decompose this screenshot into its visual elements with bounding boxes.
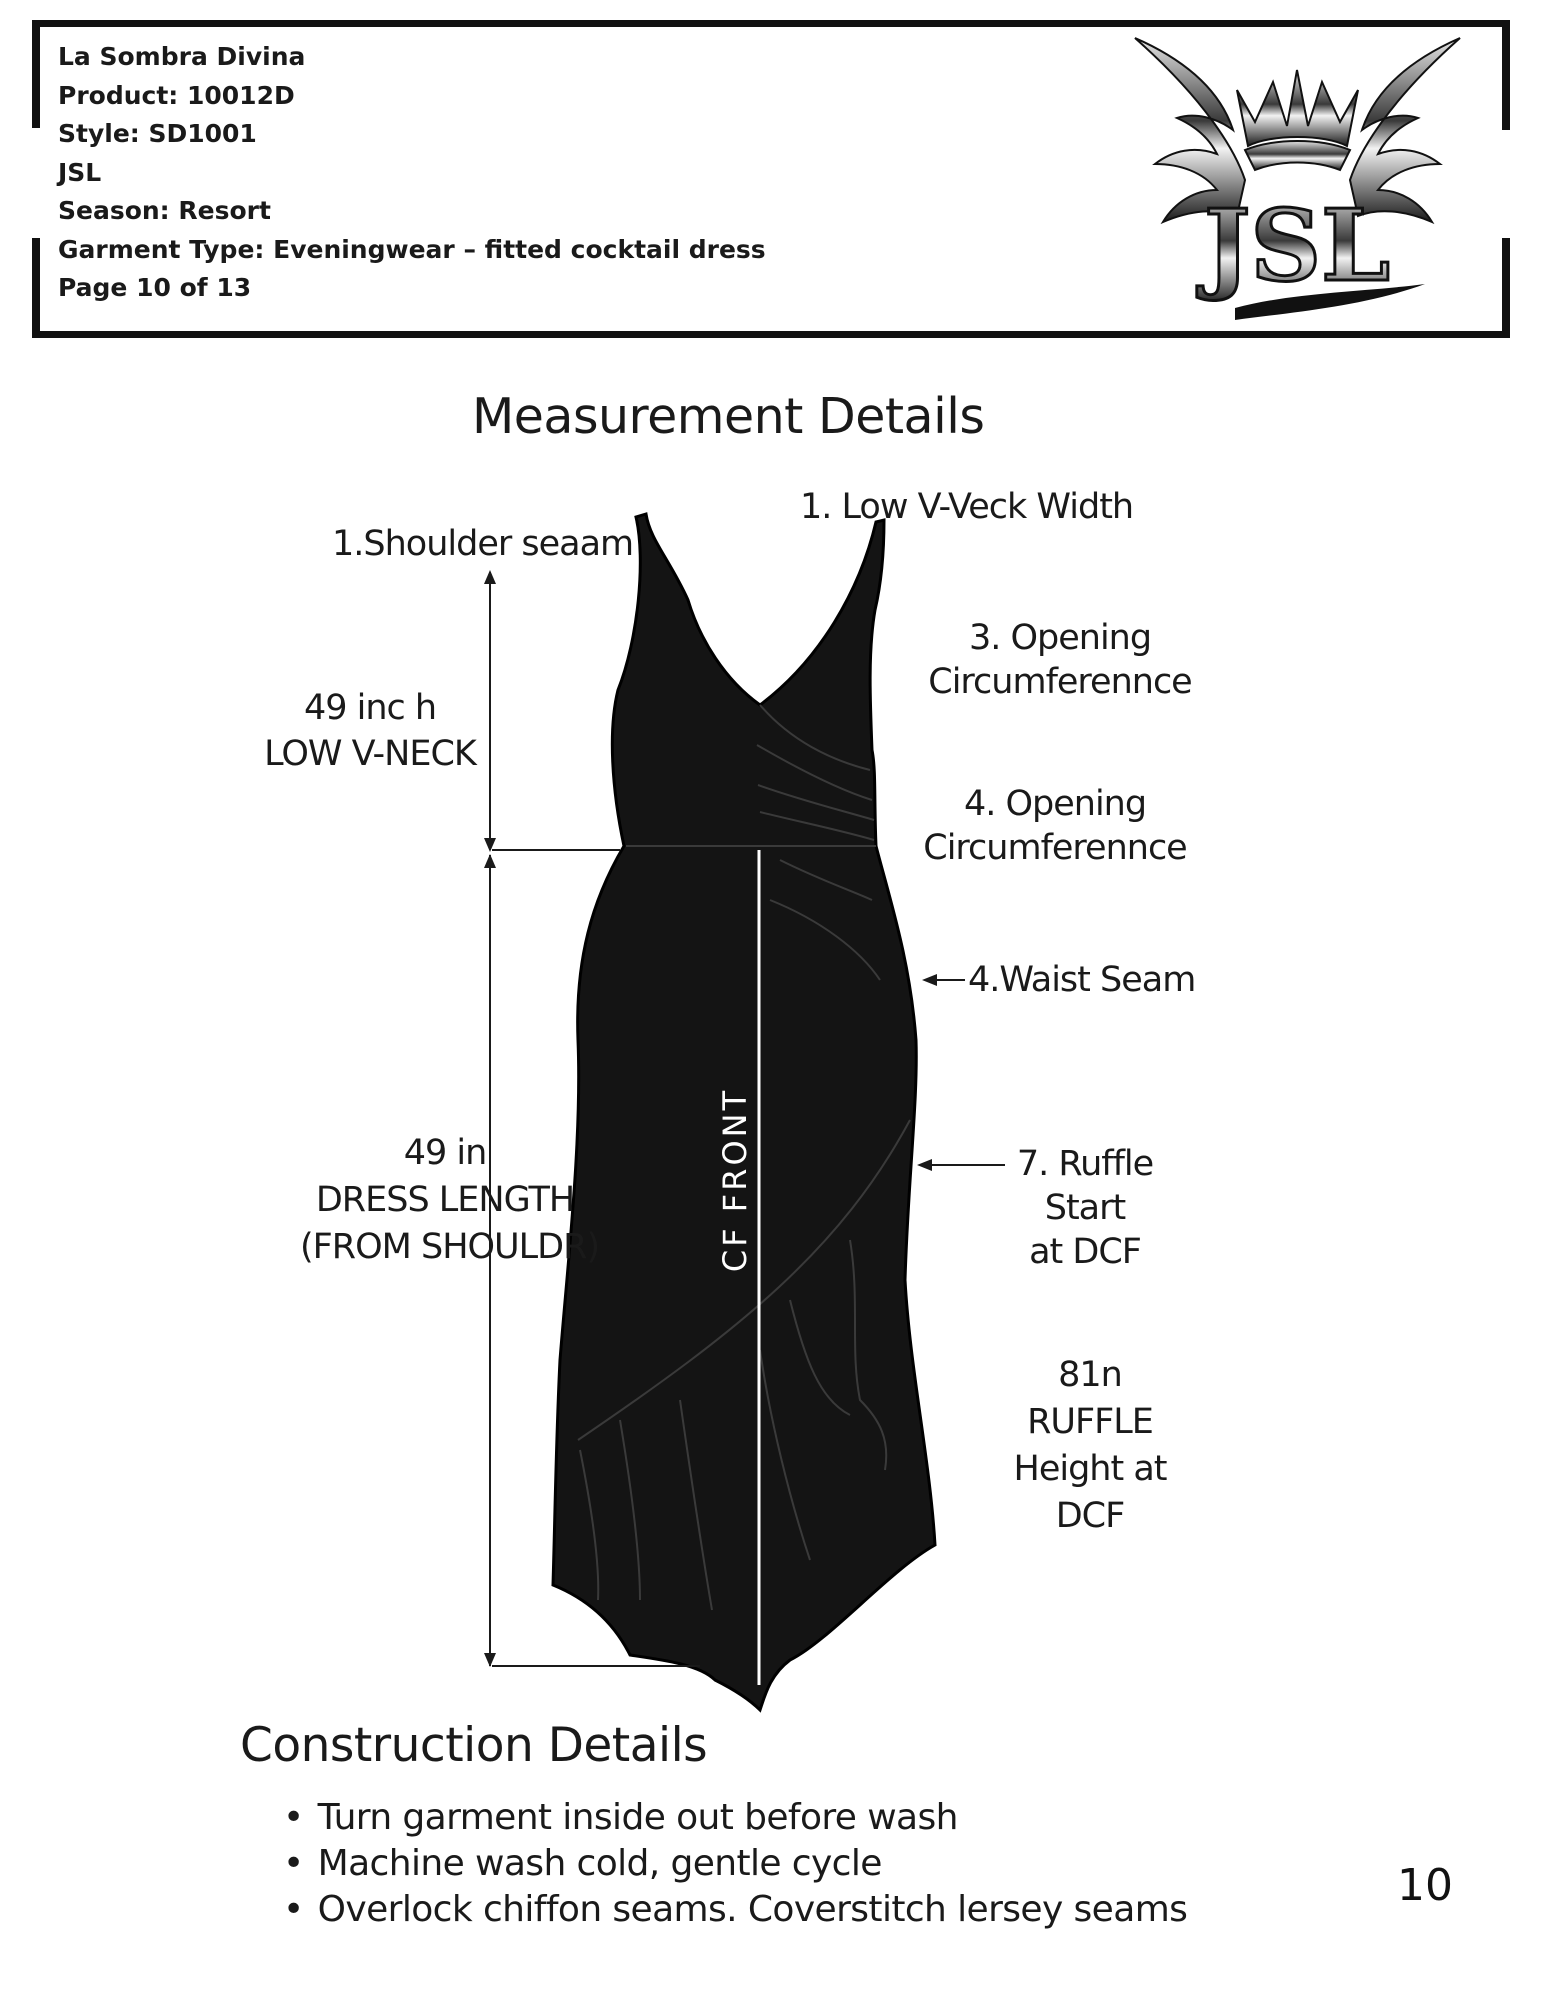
header-left-bracket-bottom bbox=[32, 238, 40, 338]
logo-text: JSL bbox=[1196, 189, 1390, 304]
garment-type: Garment Type: Eveningwear – fitted cockt… bbox=[58, 234, 766, 264]
label-ruffle-start-line1: 7. Ruffle bbox=[1016, 1144, 1154, 1184]
logo-ornament-icon bbox=[1134, 37, 1461, 225]
header-right-bracket-top bbox=[1502, 20, 1510, 130]
label-ruffle-height-line3: Height at bbox=[1013, 1449, 1168, 1489]
list-item: Overlock chiffon seams. Coverstitch lers… bbox=[283, 1887, 1188, 1933]
label-ruffle-start: 7. Ruffle Start at DCF bbox=[995, 1142, 1175, 1274]
label-waist-seam: 4.Waist Seam bbox=[968, 960, 1196, 1000]
header-left-bracket-top bbox=[32, 20, 40, 128]
label-opening-4-line1: 4. Opening bbox=[963, 784, 1147, 824]
construction-title: Construction Details bbox=[240, 1718, 708, 1773]
label-ruffle-height-value: 81n bbox=[1058, 1355, 1123, 1395]
logo-underline-icon bbox=[1235, 284, 1425, 320]
style-number: Style: SD1001 bbox=[58, 119, 257, 148]
header-box bbox=[32, 20, 1510, 338]
list-item: Machine wash cold, gentle cycle bbox=[283, 1841, 1187, 1887]
page-of: Page 10 of 13 bbox=[58, 273, 252, 302]
header-right-bracket-bottom bbox=[1502, 238, 1510, 338]
label-opening-3-line2: Circumferennce bbox=[928, 662, 1192, 702]
label-ruffle-start-line2: Start bbox=[1044, 1188, 1127, 1228]
dimension-lines bbox=[484, 570, 1005, 1667]
label-ruffle-height: 81n RUFFLE Height at DCF bbox=[990, 1352, 1190, 1540]
label-low-v-neck-value: 49 inc h bbox=[303, 688, 437, 728]
label-ruffle-height-line2: RUFFLE bbox=[1027, 1402, 1154, 1442]
label-opening-4-line2: Circumferennce bbox=[923, 828, 1187, 868]
label-dress-length-line1: DRESS LENGTH bbox=[315, 1180, 575, 1220]
label-ruffle-height-line4: DCF bbox=[1055, 1496, 1126, 1536]
construction-list: Turn garment inside out before wash Mach… bbox=[283, 1795, 1188, 1933]
label-opening-3: 3. Opening Circumferennce bbox=[915, 616, 1205, 704]
brand-name: La Sombra Divina bbox=[58, 42, 306, 71]
label-dress-length-line2: (FROM SHOULDR) bbox=[300, 1227, 600, 1267]
list-item: Turn garment inside out before wash bbox=[283, 1795, 1187, 1841]
season: Season: Resort bbox=[58, 196, 271, 225]
label-low-v-neck-name: LOW V-NECK bbox=[264, 734, 477, 774]
label-code: JSL bbox=[58, 157, 102, 187]
product-number: Product: 10012D bbox=[58, 80, 295, 110]
label-low-v-neck-width: 1. Low V-Veck Width bbox=[800, 487, 1134, 527]
page-number: 10 bbox=[1397, 1860, 1453, 1911]
label-ruffle-start-line3: at DCF bbox=[1029, 1232, 1142, 1272]
label-opening-3-line1: 3. Opening bbox=[968, 618, 1152, 658]
label-dress-length-value: 49 in bbox=[403, 1133, 488, 1173]
jsl-logo: JSL bbox=[1134, 37, 1461, 320]
measurement-title: Measurement Details bbox=[472, 388, 985, 445]
label-opening-4: 4. Opening Circumferennce bbox=[910, 782, 1200, 870]
label-shoulder-seam: 1.Shoulder seaam bbox=[332, 524, 634, 564]
label-low-v-neck: 49 inc h LOW V-NECK bbox=[255, 685, 485, 777]
label-dress-length: 49 in DRESS LENGTH (FROM SHOULDR) bbox=[300, 1130, 600, 1271]
dress-silhouette bbox=[551, 512, 937, 1713]
cf-front-label: CF FRONT bbox=[716, 1087, 754, 1273]
header-meta: La Sombra Divina Product: 10012D Style: … bbox=[58, 38, 766, 308]
